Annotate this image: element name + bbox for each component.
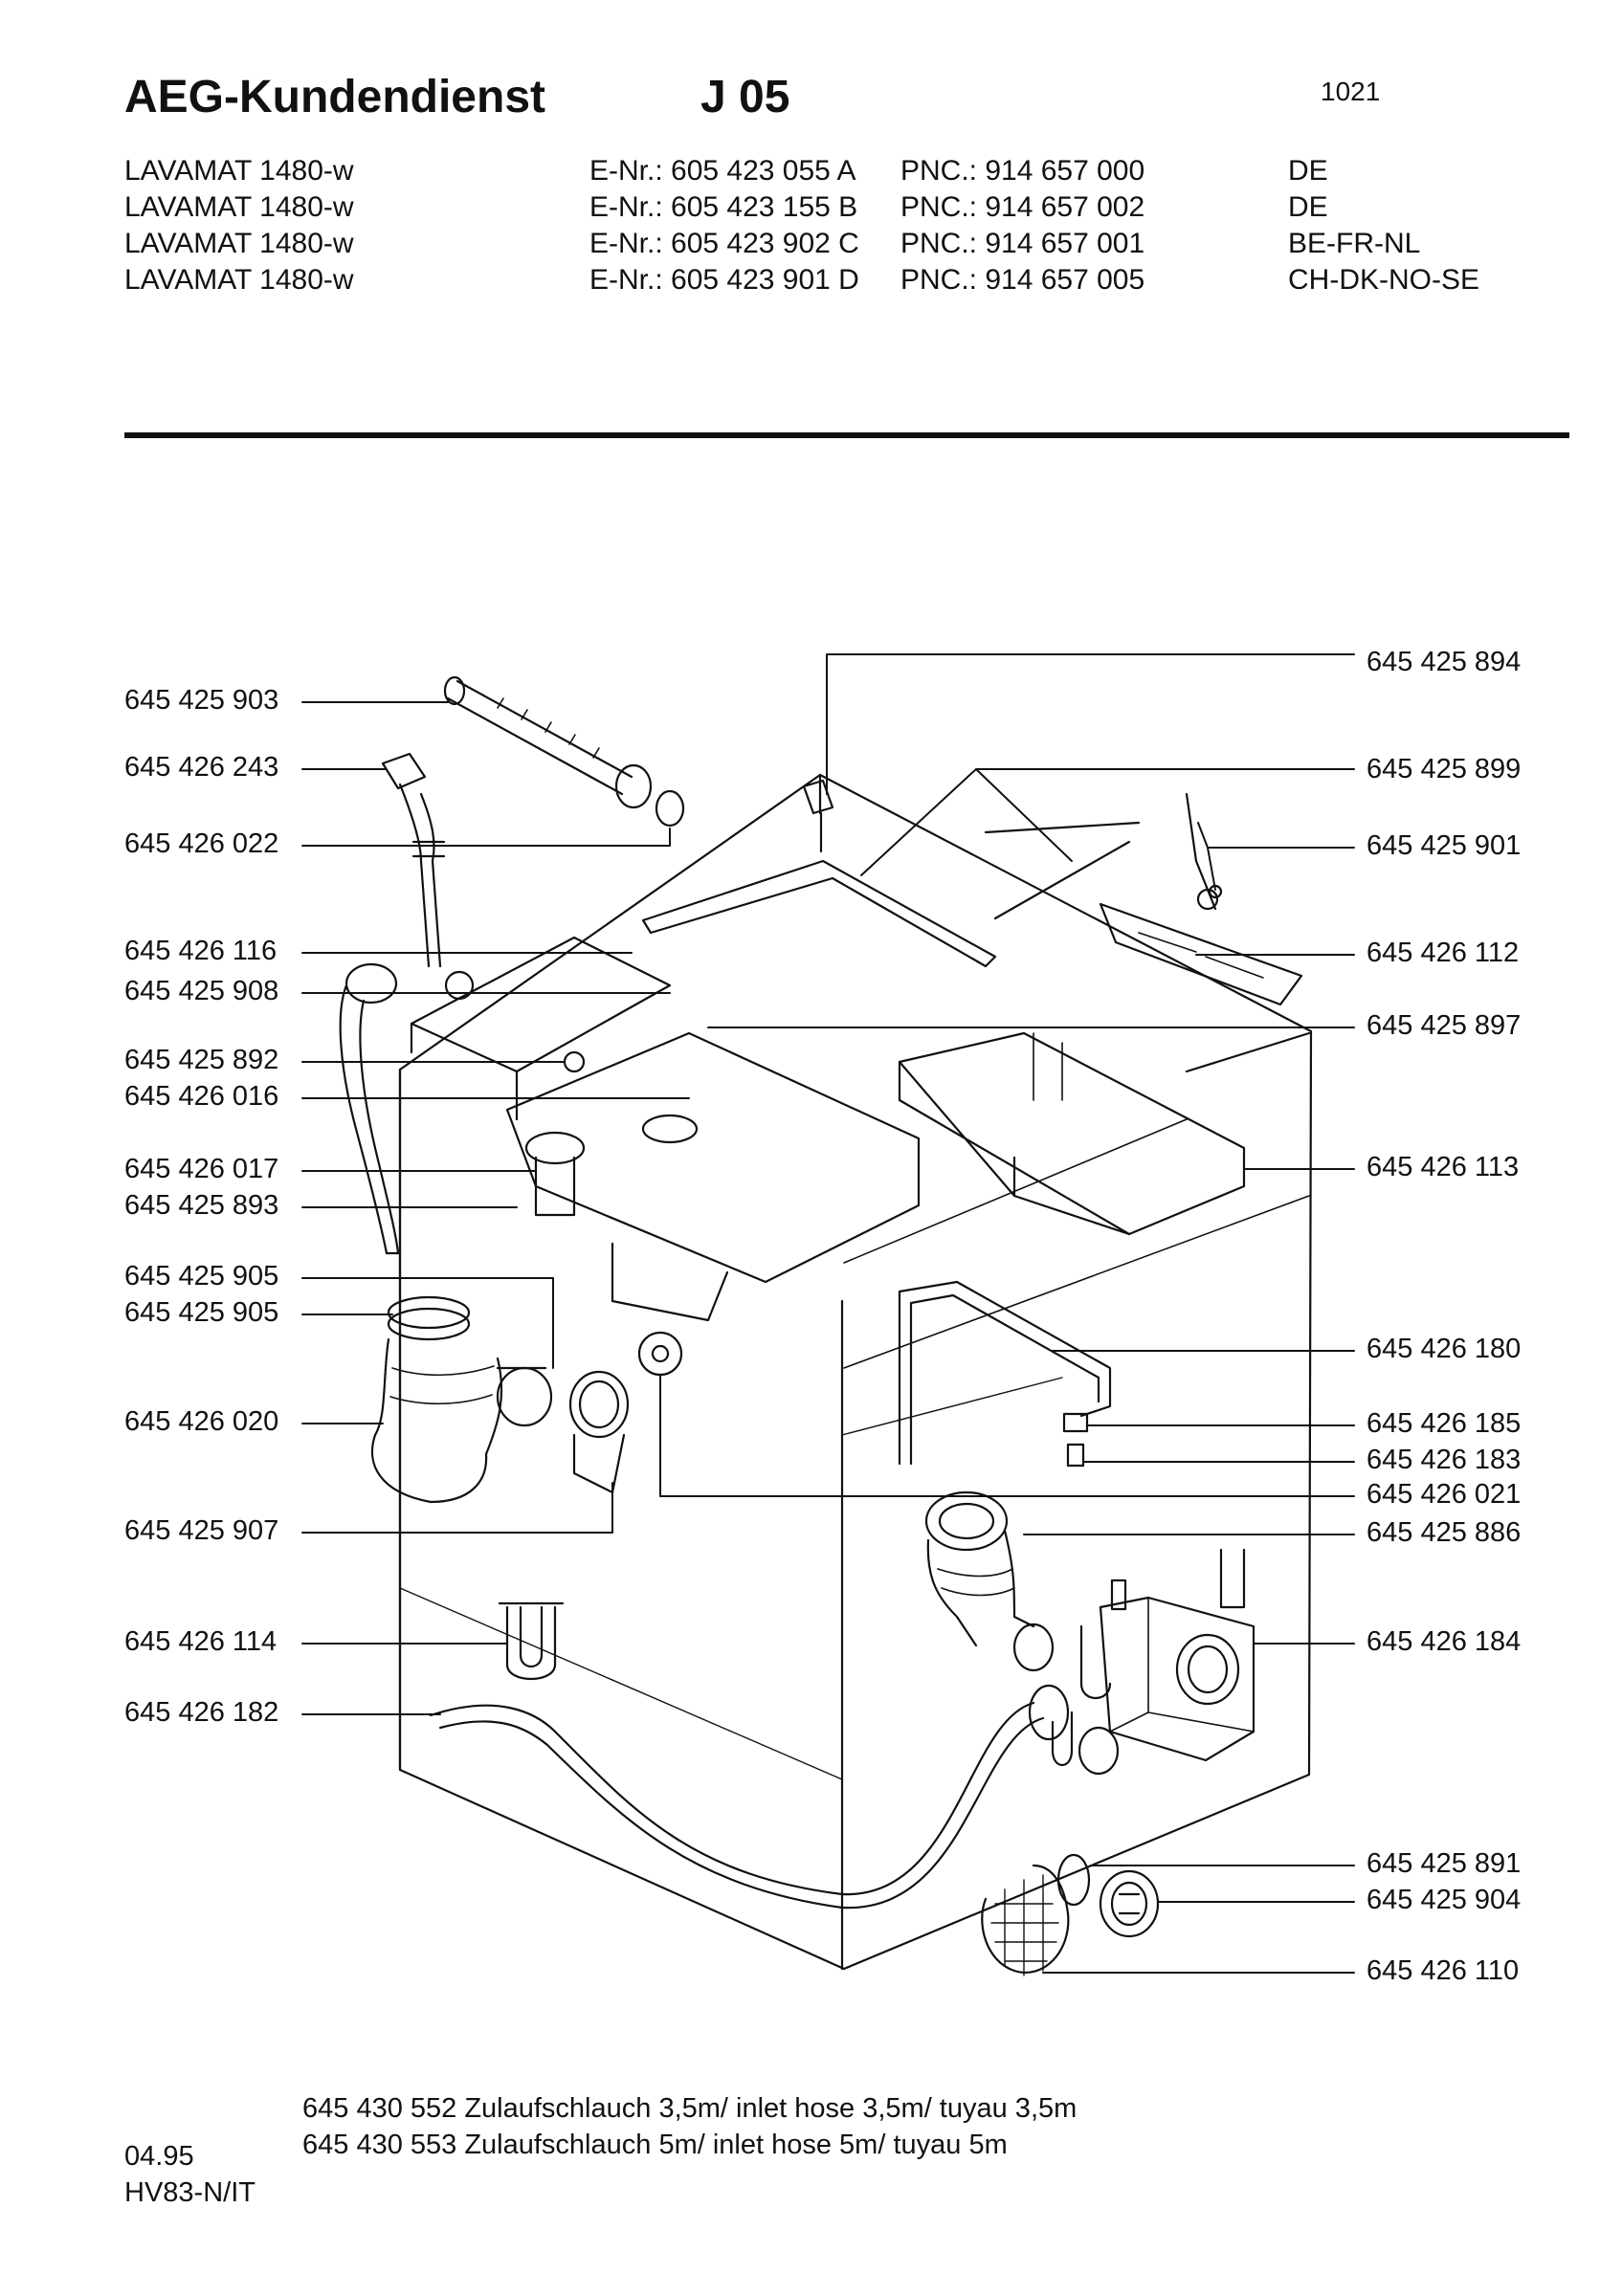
part-label-left: 645 426 182 (124, 1697, 279, 1728)
part-label-left: 645 426 116 (124, 936, 278, 966)
part-label-left: 645 426 017 (124, 1154, 279, 1184)
part-label-right: 645 425 897 (1366, 1010, 1522, 1041)
model-enr: E-Nr.: 605 423 055 A (589, 155, 856, 187)
part-label-right: 645 425 894 (1366, 647, 1522, 677)
page-number: 1021 (1321, 77, 1381, 106)
document-code: HV83-N/IT (124, 2177, 256, 2208)
part-label-left: 645 425 903 (124, 685, 279, 716)
part-label-right: 645 426 185 (1366, 1408, 1522, 1439)
part-label-right: 645 425 899 (1366, 754, 1522, 784)
sump-hose-part (924, 1490, 1055, 1672)
part-label-right: 645 426 184 (1366, 1626, 1522, 1657)
inlet-hose-note: 645 430 552 Zulaufschlauch 3,5m/ inlet h… (302, 2093, 1078, 2124)
dispenser-housing-part (410, 936, 921, 1322)
drain-pipe-part (898, 1280, 1112, 1468)
hose-elbow-part (381, 752, 446, 968)
drawer-frame-part (1099, 902, 1303, 1006)
hose-clamp-part (568, 1370, 630, 1494)
part-label-left: 645 426 020 (124, 1406, 279, 1437)
filter-part (981, 1853, 1160, 1976)
part-label-left: 645 425 907 (124, 1515, 279, 1546)
part-label-right: 645 426 183 (1366, 1445, 1522, 1475)
part-label-left: 645 425 905 (124, 1297, 279, 1328)
drain-hose-part (339, 962, 400, 1255)
model-pnc: PNC.: 914 657 001 (900, 228, 1145, 259)
model-name: LAVAMAT 1480-w (124, 155, 354, 187)
part-label-right: 645 426 021 (1366, 1479, 1522, 1510)
inlet-hose-note: 645 430 553 Zulaufschlauch 5m/ inlet hos… (302, 2130, 1008, 2160)
model-region: BE-FR-NL (1288, 228, 1421, 259)
part-label-right: 645 425 886 (1366, 1517, 1522, 1548)
brand-title: AEG-Kundendienst (124, 72, 545, 122)
model-name: LAVAMAT 1480-w (124, 191, 354, 223)
part-label-left: 645 426 114 (124, 1626, 278, 1657)
part-label-right: 645 426 112 (1366, 938, 1520, 968)
part-label-left: 645 425 892 (124, 1045, 279, 1075)
part-label-right: 645 425 904 (1366, 1885, 1522, 1915)
gear-wheel-part (637, 1331, 683, 1377)
right-leader-lines (659, 653, 1355, 1974)
inlet-hose-part (443, 675, 685, 828)
model-region: DE (1288, 155, 1328, 187)
issue-date: 04.95 (124, 2141, 194, 2172)
model-pnc: PNC.: 914 657 002 (900, 191, 1145, 223)
model-enr: E-Nr.: 605 423 902 C (589, 228, 859, 259)
detergent-drawer-part (898, 1031, 1246, 1236)
part-label-left: 645 426 243 (124, 752, 279, 783)
diagram-code: J 05 (700, 72, 790, 122)
left-leader-lines (301, 701, 690, 1715)
part-label-left: 645 425 905 (124, 1261, 279, 1292)
part-label-right: 645 425 891 (1366, 1848, 1522, 1879)
part-label-right: 645 426 110 (1366, 1955, 1520, 1986)
cabinet-outline (398, 773, 1313, 1971)
model-region: CH-DK-NO-SE (1288, 264, 1479, 296)
bellows-part (370, 1295, 553, 1504)
u-clip-part (498, 1601, 565, 1681)
header-divider (124, 432, 1569, 438)
part-label-left: 645 425 893 (124, 1190, 279, 1221)
model-pnc: PNC.: 914 657 000 (900, 155, 1145, 187)
model-enr: E-Nr.: 605 423 155 B (589, 191, 858, 223)
pump-housing-part (1078, 1548, 1255, 1776)
part-label-left: 645 426 022 (124, 828, 279, 859)
part-label-left: 645 426 016 (124, 1081, 279, 1112)
part-label-right: 645 426 113 (1366, 1152, 1520, 1182)
part-label-left: 645 425 908 (124, 976, 279, 1006)
long-drain-hose-part (429, 1684, 1074, 1910)
part-label-right: 645 425 901 (1366, 830, 1522, 861)
model-name: LAVAMAT 1480-w (124, 264, 354, 296)
model-pnc: PNC.: 914 657 005 (900, 264, 1145, 296)
model-enr: E-Nr.: 605 423 901 D (589, 264, 859, 296)
model-region: DE (1288, 191, 1328, 223)
model-name: LAVAMAT 1480-w (124, 228, 354, 259)
part-label-right: 645 426 180 (1366, 1334, 1522, 1364)
